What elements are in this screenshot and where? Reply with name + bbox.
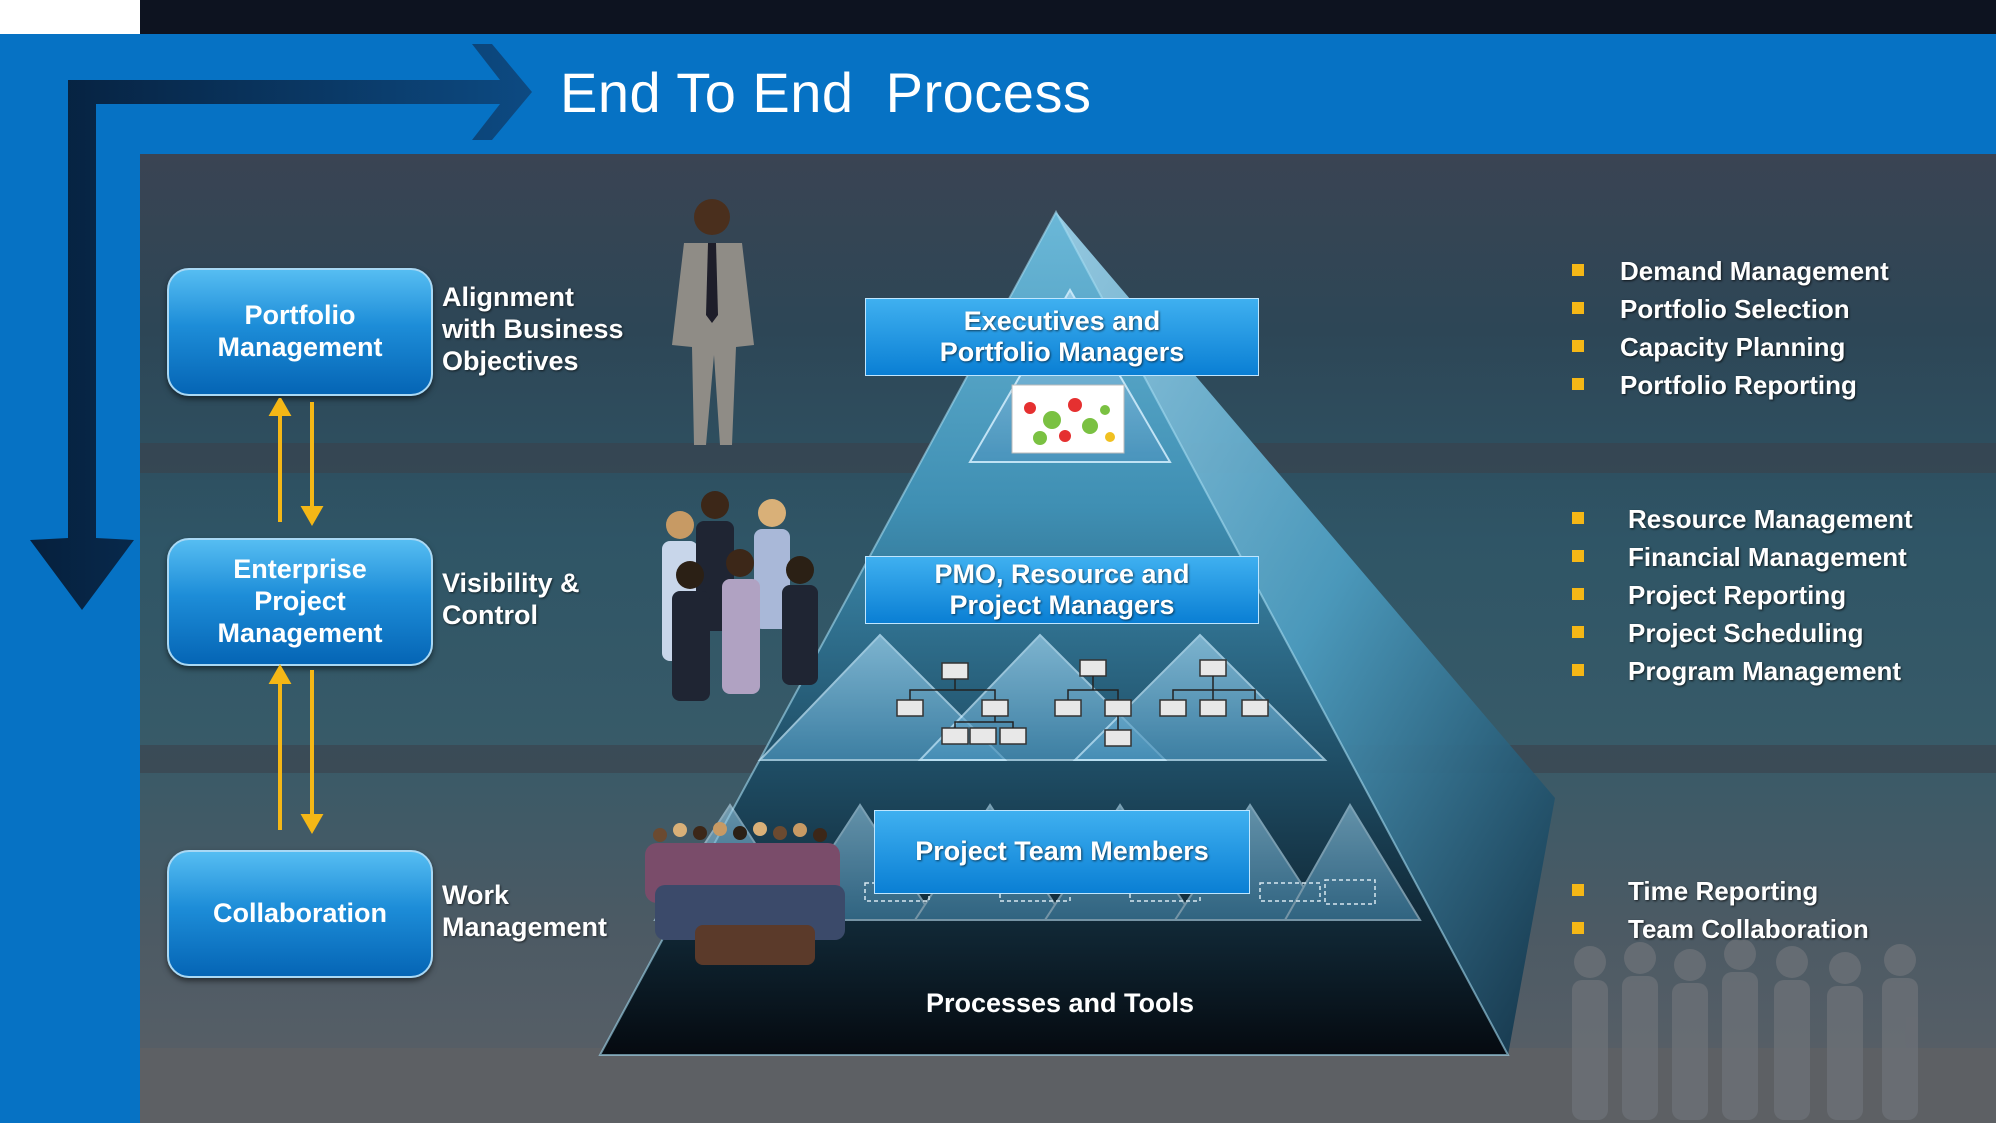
list-item: Capacity Planning: [1572, 328, 1889, 366]
pyramid-base-label: Processes and Tools: [925, 988, 1195, 1018]
tier-pmo-label: PMO, Resource and Project Managers: [865, 556, 1259, 624]
collaboration-description: Work Management: [442, 880, 608, 942]
portfolio-management-box: Portfolio Management: [167, 268, 433, 396]
collaboration-box: Collaboration: [167, 850, 433, 978]
tier-team-members-label: Project Team Members: [874, 810, 1250, 894]
list-item: Program Management: [1572, 652, 1913, 690]
list-item: Project Reporting: [1572, 576, 1913, 614]
list-item: Project Scheduling: [1572, 614, 1913, 652]
list-item: Portfolio Selection: [1572, 290, 1889, 328]
up-down-arrows-icon: [268, 398, 324, 835]
list-item: Demand Management: [1572, 252, 1889, 290]
manager-group-icon: [662, 491, 818, 701]
project-features-list: Resource Management Financial Management…: [1572, 500, 1913, 690]
executive-person-icon: [672, 199, 754, 445]
list-item: Resource Management: [1572, 500, 1913, 538]
enterprise-project-management-box: Enterprise Project Management: [167, 538, 433, 666]
list-item: Financial Management: [1572, 538, 1913, 576]
portfolio-description: Alignment with Business Objectives: [442, 282, 624, 376]
enterprise-description: Visibility & Control: [442, 568, 580, 630]
top-corner: [0, 0, 140, 34]
list-item: Time Reporting: [1572, 872, 1869, 910]
page-title: End To End Process: [560, 61, 1092, 124]
top-strip: [0, 0, 1996, 34]
portfolio-features-list: Demand Management Portfolio Selection Ca…: [1572, 252, 1889, 404]
silhouette-crowd-icon: [1572, 940, 1918, 1120]
process-arrow-icon: [30, 44, 532, 610]
collaboration-features-list: Time Reporting Team Collaboration: [1572, 872, 1869, 948]
list-item: Team Collaboration: [1572, 910, 1869, 948]
team-crowd-icon: [645, 822, 845, 965]
tier-executives-label: Executives and Portfolio Managers: [865, 298, 1259, 376]
list-item: Portfolio Reporting: [1572, 366, 1889, 404]
